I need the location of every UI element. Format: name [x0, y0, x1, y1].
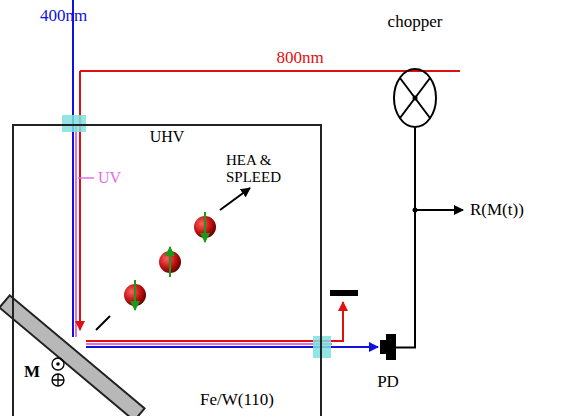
- signal-label: R(M(t)): [470, 200, 524, 220]
- m-out-symbol: [52, 358, 64, 370]
- reflected-red: [86, 302, 343, 341]
- beam-block: [330, 290, 358, 296]
- wavelength-label: 800nm: [276, 48, 323, 68]
- photodiode-outline: [380, 334, 396, 360]
- signal-wire: [396, 128, 415, 348]
- node-label: chopper: [388, 12, 443, 32]
- red-beam-down: [79, 71, 81, 330]
- emission-mark: [96, 316, 110, 330]
- red-beam: [80, 70, 460, 72]
- reflected-uv: [86, 343, 332, 345]
- vacuum-chamber: UHV: [12, 124, 322, 416]
- uv-beam: [75, 124, 77, 337]
- node-label: UHV: [14, 128, 320, 146]
- magnetization-label: M: [24, 362, 40, 382]
- reflected-blue: [86, 346, 378, 348]
- m-in-cross: [52, 374, 64, 386]
- sample-label: Fe/W(110): [200, 390, 274, 410]
- sample: [0, 295, 145, 416]
- m-in-symbol: [52, 374, 64, 386]
- electron-arrow: [220, 188, 250, 210]
- uv-leader: [78, 177, 94, 179]
- beam-label: UV: [98, 169, 121, 187]
- signal-arrow: [415, 209, 463, 211]
- node-label: PD: [377, 372, 399, 392]
- wavelength-label: 400nm: [40, 6, 87, 26]
- m-out-dot: [56, 362, 60, 366]
- detector-label: HEA & SPLEED: [226, 152, 296, 187]
- spin-down: [204, 212, 206, 242]
- window: [313, 336, 331, 358]
- spin-down: [134, 280, 136, 310]
- chopper-outline: [393, 68, 437, 128]
- spin-up: [169, 247, 171, 277]
- chopper-wheel: chopper: [393, 68, 437, 128]
- blue-beam: [72, 0, 74, 337]
- photodiode: PD: [380, 334, 396, 360]
